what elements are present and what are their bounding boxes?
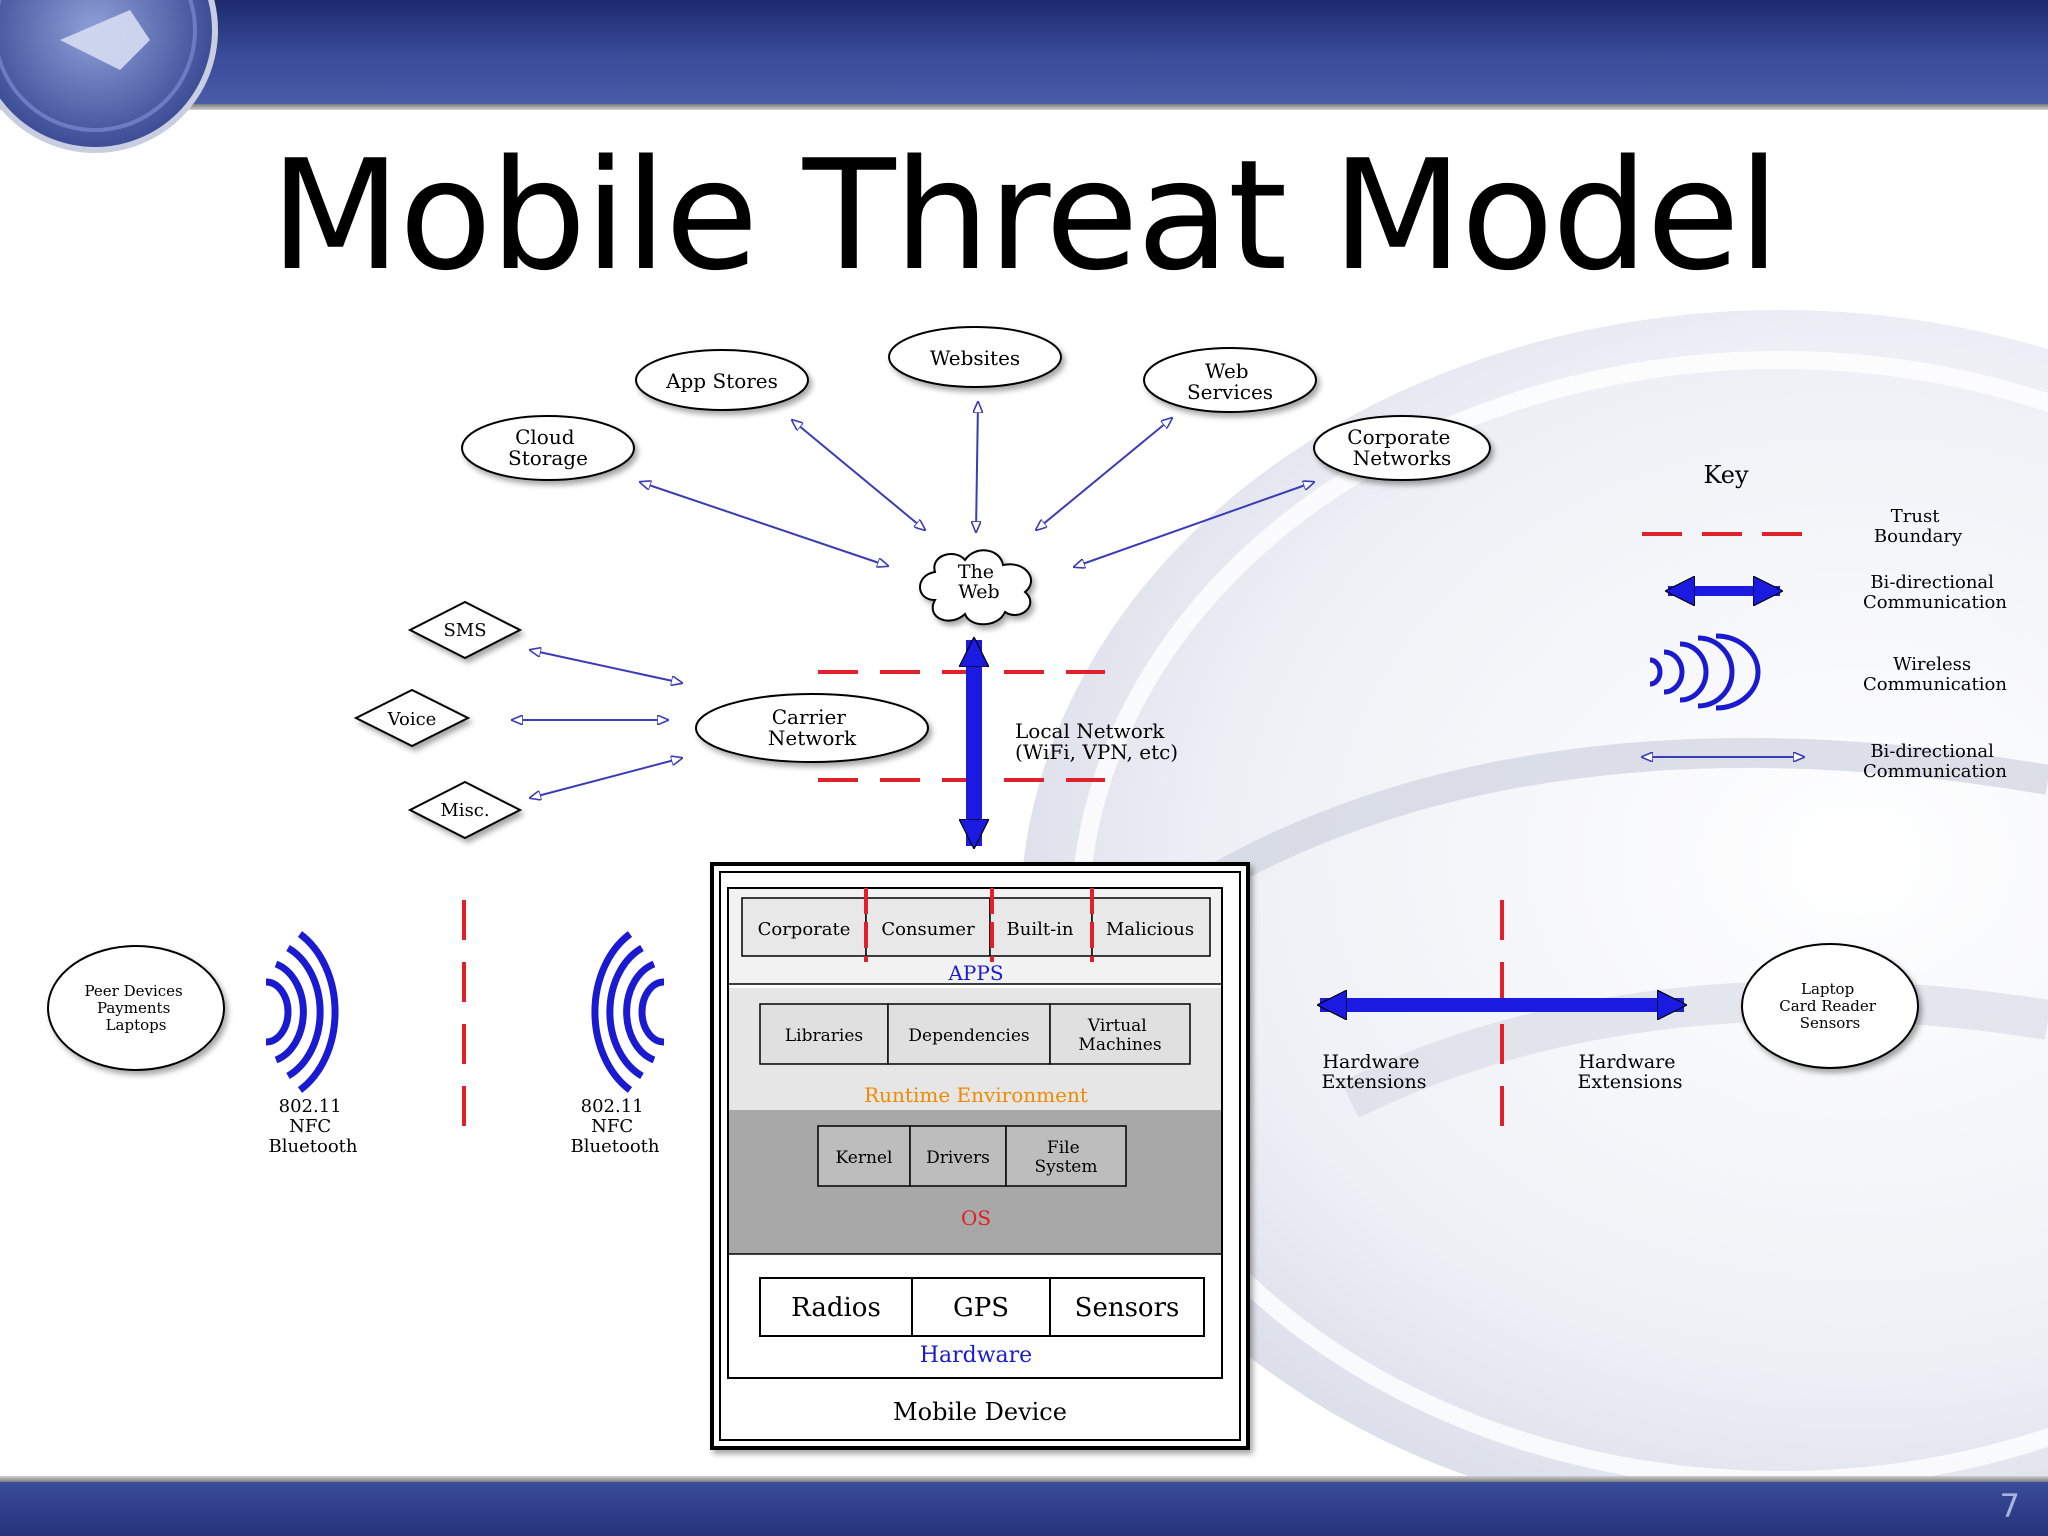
header-rule: [0, 104, 2048, 110]
os-file-system: File System: [1035, 1138, 1098, 1177]
app-stores-node: [635, 349, 809, 411]
runtime-libraries: Libraries: [785, 1026, 863, 1046]
page-title: Mobile Threat Model: [269, 127, 1780, 304]
websites-label: Websites: [930, 346, 1020, 370]
the-web-label: The Web: [958, 561, 1000, 603]
cloud-storage-label: Cloud Storage: [508, 425, 588, 470]
legend-trust-boundary-label: Trust Boundary: [1874, 506, 1963, 547]
carrier-network-label: Carrier Network: [768, 705, 857, 750]
sms-label: SMS: [443, 620, 486, 641]
sms-node: [407, 600, 523, 660]
cloud-storage-node: [461, 415, 635, 481]
os-section-label: OS: [961, 1206, 991, 1230]
legend-bidirectional-thin-label: Bi-directional Communication: [1863, 741, 2007, 782]
wireless-right-label: 802.11 NFC Bluetooth: [571, 1096, 660, 1157]
corporate-networks-node: [1313, 415, 1491, 481]
footer-bar: [0, 1482, 2048, 1536]
app-consumer: Consumer: [881, 919, 975, 940]
wireless-waves-right-icon: [591, 931, 665, 1093]
corporate-networks-label: Corporate Networks: [1347, 425, 1456, 470]
apps-section-label: APPS: [947, 961, 1003, 985]
hardware-section-label: Hardware: [920, 1343, 1032, 1368]
footer-rule: [0, 1476, 2048, 1482]
legend: Key Trust Boundary Bi-directional Commun…: [1642, 461, 2007, 782]
laptop-card-reader-node: [1741, 943, 1919, 1069]
local-network-label: Local Network (WiFi, VPN, etc): [1015, 719, 1178, 764]
wireless-waves-left-icon: [265, 931, 339, 1093]
peer-devices-node: [47, 945, 225, 1071]
app-malicious: Malicious: [1106, 919, 1194, 940]
legend-wireless-label: Wireless Communication: [1863, 654, 2007, 695]
web-services-label: Web Services: [1187, 359, 1273, 404]
web-links: [512, 402, 1314, 798]
hardware-radios: Radios: [791, 1293, 881, 1323]
slide-number: 7: [1999, 1487, 2020, 1525]
voice-node: [353, 688, 471, 748]
websites-node: [888, 326, 1062, 388]
misc-label: Misc.: [440, 800, 489, 821]
owasp-logo: [0, 0, 218, 153]
misc-node: [407, 780, 523, 840]
runtime-virtual-machines: Virtual Machines: [1078, 1016, 1161, 1055]
the-web-node: [919, 549, 1032, 626]
peer-devices-label: Peer Devices Payments Laptops: [84, 982, 187, 1034]
hardware-gps: GPS: [953, 1293, 1009, 1323]
mobile-device-label: Mobile Device: [893, 1398, 1067, 1426]
apps-row: [741, 888, 1211, 962]
hardware-sensors: Sensors: [1075, 1293, 1180, 1323]
wireless-left-label: 802.11 NFC Bluetooth: [269, 1096, 358, 1157]
hardware-extensions-right-label: Hardware Extensions: [1578, 1051, 1683, 1093]
runtime-dependencies: Dependencies: [908, 1026, 1029, 1046]
laptop-card-reader-label: Laptop Card Reader Sensors: [1779, 980, 1881, 1032]
web-services-node: [1143, 347, 1317, 413]
app-built-in: Built-in: [1007, 919, 1074, 940]
legend-bidirectional-bold-label: Bi-directional Communication: [1863, 572, 2007, 613]
hardware-extensions-left-label: Hardware Extensions: [1322, 1051, 1427, 1093]
os-row: [817, 1125, 1127, 1187]
runtime-row: [759, 1003, 1191, 1065]
runtime-section-label: Runtime Environment: [864, 1083, 1088, 1107]
os-kernel: Kernel: [836, 1148, 893, 1168]
legend-title: Key: [1703, 461, 1748, 489]
header-bar: [0, 0, 2048, 104]
carrier-network-node: [695, 693, 929, 763]
app-stores-label: App Stores: [665, 369, 778, 393]
voice-label: Voice: [387, 709, 437, 730]
hardware-row: [759, 1277, 1205, 1337]
os-drivers: Drivers: [926, 1148, 990, 1168]
app-corporate: Corporate: [758, 919, 851, 940]
legend-wireless-symbol: [1649, 633, 1761, 711]
